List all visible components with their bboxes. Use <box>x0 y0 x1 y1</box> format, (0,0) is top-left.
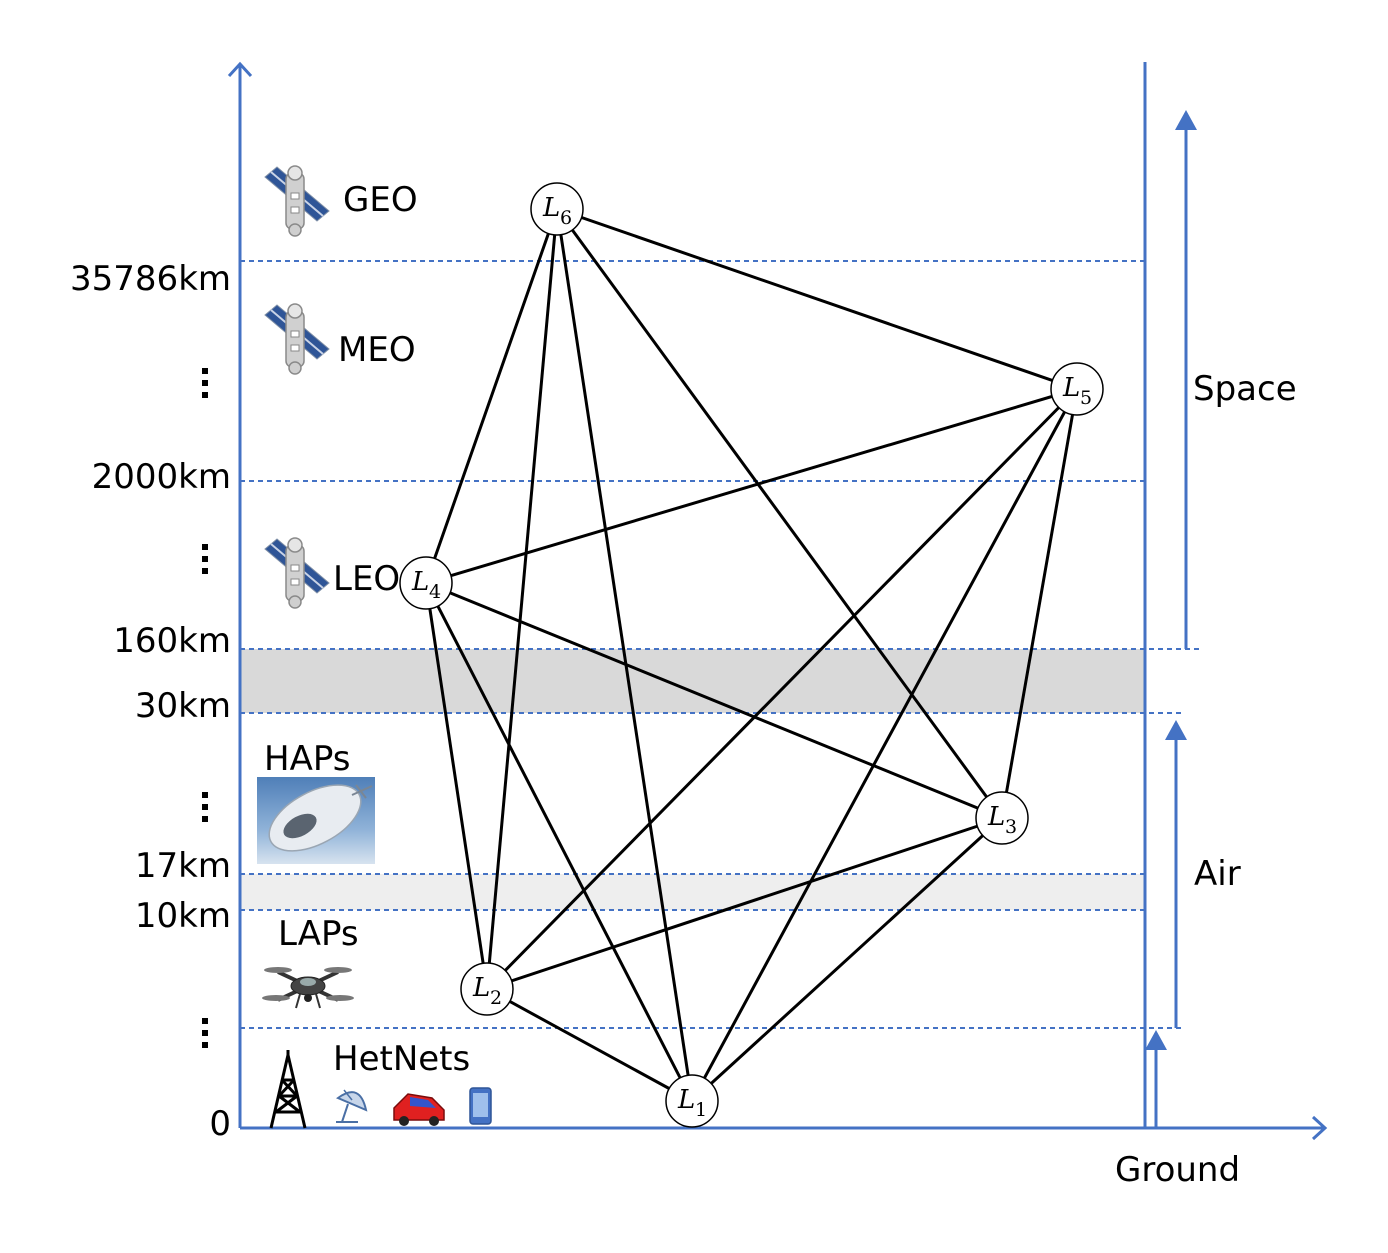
altitude-label-0: 0 <box>209 1104 231 1144</box>
region-arrows <box>1145 110 1197 1128</box>
ground-region-label: Ground <box>1115 1150 1240 1190</box>
air-region-label: Air <box>1194 854 1241 894</box>
altitude-lines <box>240 260 1200 1029</box>
node-circle <box>460 962 514 1016</box>
geo-label: GEO <box>343 180 418 220</box>
space-region-label: Space <box>1193 369 1297 409</box>
airship-icon <box>257 777 375 864</box>
hap-lap-gap-band <box>240 874 1145 910</box>
haps-label: HAPs <box>264 739 350 779</box>
node-circle <box>975 791 1029 845</box>
axes <box>227 61 1328 1141</box>
meo-label: MEO <box>338 330 416 370</box>
node-subscript: 1 <box>695 1099 707 1121</box>
edge-l6-l1 <box>555 208 694 1102</box>
car-icon <box>393 1093 445 1126</box>
altitude-label-35786km: 35786km <box>70 259 231 299</box>
altitude-label-17km: 17km <box>135 846 231 886</box>
altitude-label-10km: 10km <box>135 896 231 936</box>
edge-l5-l1 <box>690 388 1079 1102</box>
cell-tower-icon <box>269 1050 307 1129</box>
edge-l6-l3 <box>555 208 1004 819</box>
leo-satellite-icon <box>264 537 330 609</box>
edge-l4-l3 <box>425 581 1003 820</box>
node-subscript: 4 <box>429 581 441 603</box>
leo-label: LEO <box>333 559 400 599</box>
node-circle <box>530 182 584 236</box>
node-subscript: 5 <box>1080 387 1092 409</box>
edge-l2-l1 <box>486 987 693 1103</box>
edge-l6-l2 <box>485 208 559 990</box>
edge-l6-l4 <box>424 208 559 584</box>
node-subscript: 3 <box>1005 816 1017 838</box>
node-label: L <box>411 567 429 597</box>
satellite-dish-icon <box>335 1089 368 1123</box>
geo-satellite-icon <box>264 165 330 237</box>
node-label: L <box>987 802 1005 832</box>
edges <box>424 207 1079 1103</box>
node-circle <box>399 556 453 610</box>
node-label: L <box>1062 373 1080 403</box>
meo-satellite-icon <box>264 303 330 375</box>
altitude-label-30km: 30km <box>135 686 231 726</box>
edge-l5-l4 <box>425 387 1078 585</box>
node-circle <box>665 1074 719 1128</box>
drone-icon <box>262 967 354 1009</box>
laps-label: LAPs <box>278 914 359 954</box>
edge-l3-l1 <box>690 816 1004 1103</box>
edge-l4-l1 <box>424 582 694 1102</box>
phone-icon <box>469 1087 492 1125</box>
altitude-label-160km: 160km <box>113 621 231 661</box>
hetnets-label: HetNets <box>333 1039 470 1079</box>
altitude-label-2000km: 2000km <box>92 457 231 497</box>
node-subscript: 2 <box>490 987 502 1009</box>
edge-l5-l3 <box>1000 388 1079 819</box>
node-label: L <box>542 193 560 223</box>
node-circle <box>1050 362 1104 416</box>
edge-l4-l2 <box>424 582 489 990</box>
node-label: L <box>677 1085 695 1115</box>
near-space-band <box>240 649 1145 713</box>
edge-l2-l3 <box>486 816 1003 991</box>
node-label: L <box>472 973 490 1003</box>
edge-l5-l2 <box>485 387 1079 991</box>
edge-l6-l5 <box>556 207 1078 391</box>
ellipsis-marks <box>202 368 208 1048</box>
node-subscript: 6 <box>560 207 572 229</box>
